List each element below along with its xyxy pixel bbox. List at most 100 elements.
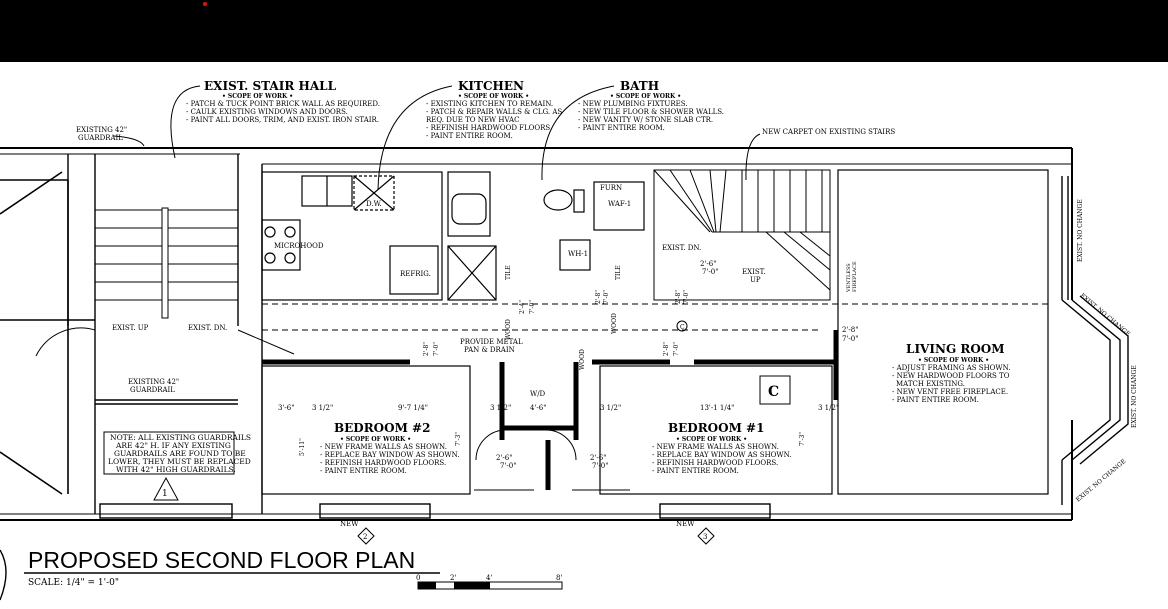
bedroom1-title: BEDROOM #1 <box>668 421 764 435</box>
rear-stairs <box>653 169 831 301</box>
callout-c-label: C <box>768 384 779 400</box>
stair-hall-item: - PAINT ALL DOORS, TRIM, AND EXIST. IRON… <box>186 116 379 124</box>
detail-1-label: 1 <box>162 489 168 499</box>
title-block: PROPOSED SECOND FLOOR PLAN SCALE: 1/4" =… <box>0 547 563 601</box>
cursor-dot <box>203 2 207 6</box>
dim: 2'-4" <box>519 300 526 314</box>
no-change-label: EXIST. NO CHANGE <box>1075 458 1128 504</box>
no-change-label: EXIST. NO CHANGE <box>1077 199 1084 262</box>
dim: 3 1/2" <box>312 404 333 412</box>
exist-dn-label: EXIST. DN. <box>188 324 227 332</box>
dim: 2'-8" <box>595 290 602 304</box>
leader-curves <box>113 85 761 191</box>
guardrail-mid-line: GUARDRAIL <box>130 386 175 394</box>
dim: 2'-8" <box>675 290 682 304</box>
ventless-label: FIREPLACE <box>852 261 858 292</box>
furn-label: FURN <box>600 184 622 192</box>
bath-title: BATH <box>620 79 659 93</box>
bedroom-thin-walls <box>261 365 833 495</box>
wood-label: WOOD <box>579 349 586 370</box>
guardrail-mid-line: EXISTING 42" <box>128 378 179 386</box>
dim: 3 1/2" <box>818 404 839 412</box>
bath-sow: • SCOPE OF WORK • <box>610 93 681 100</box>
sheet-scale: SCALE: 1/4" = 1'-0" <box>28 578 119 588</box>
sheet-title: PROPOSED SECOND FLOOR PLAN <box>28 547 415 573</box>
new-label: NEW <box>340 520 359 528</box>
top-black-band <box>0 0 1168 62</box>
dim: 5'-11" <box>299 438 306 456</box>
guardrail-note: WITH 42" HIGH GUARDRAILS. <box>116 465 236 474</box>
dim: 7'-3" <box>799 432 806 446</box>
labels: EXIST. STAIR HALL • SCOPE OF WORK • - PA… <box>76 79 1138 528</box>
bath-item: - PAINT ENTIRE ROOM. <box>578 124 665 132</box>
tile-label: TILE <box>615 265 622 280</box>
new-walls <box>262 330 839 490</box>
detail-markers: 1 2 3 C C <box>153 320 791 545</box>
dim: 2'-8" <box>423 342 430 356</box>
bedroom2-title: BEDROOM #2 <box>334 421 430 435</box>
exist-up-label: EXIST. UP <box>112 324 149 332</box>
dim: 9'-7 1/4" <box>398 404 428 412</box>
center-stair-treads <box>95 207 238 319</box>
stair-hall-sow: • SCOPE OF WORK • <box>222 93 293 100</box>
dim: 7'-0" <box>842 335 858 343</box>
kitchen-item: - PAINT ENTIRE ROOM. <box>426 132 513 140</box>
new-carpet-note: NEW CARPET ON EXISTING STAIRS <box>762 128 895 136</box>
guardrail-note-box: NOTE: ALL EXISTING GUARDRAILS ARE 42" H.… <box>103 431 251 475</box>
scalebar-tick: 4' <box>486 574 492 582</box>
living-item: - NEW VENT FREE FIREPLACE. <box>892 388 1008 396</box>
metal-pan-note: PAN & DRAIN <box>464 346 515 354</box>
tile-label: TILE <box>505 265 512 280</box>
bedroom1-item: - NEW FRAME WALLS AS SHOWN. <box>652 443 779 451</box>
bedroom1-item: - PAINT ENTIRE ROOM. <box>652 467 739 475</box>
living-bay-window <box>1061 176 1129 505</box>
small-c-label: C <box>680 324 685 331</box>
guardrail-top-line: GUARDRAIL <box>78 134 123 142</box>
corridor-dashes <box>262 303 1050 331</box>
refrig-label: REFRIG. <box>400 270 431 278</box>
exist-up-bath-label: EXIST. <box>742 268 766 276</box>
kitchen-fixtures <box>261 171 443 301</box>
wood-label: WOOD <box>505 319 512 340</box>
dim: 7'-0" <box>433 342 440 356</box>
wd-label: W/D <box>530 390 546 398</box>
bath-fixtures <box>447 171 645 301</box>
kitchen-item: - EXISTING KITCHEN TO REMAIN. <box>426 100 553 108</box>
bedroom1-sow: • SCOPE OF WORK • <box>676 436 747 443</box>
dim: 7'-0" <box>500 462 516 470</box>
guardrail-note: GUARDRAILS ARE FOUND TO BE <box>114 449 246 458</box>
guardrail-note: LOWER, THEY MUST BE REPLACED <box>108 457 251 466</box>
stair-hall-item: - CAULK EXISTING WINDOWS AND DOORS. <box>186 108 348 116</box>
exist-up-bath-label: UP <box>750 276 761 284</box>
dim: 7'-0" <box>683 290 690 304</box>
exist-dn-bath-label: EXIST. DN. <box>662 244 701 252</box>
dim: 2'-6" <box>496 454 512 462</box>
detail-3-label: 3 <box>703 533 707 541</box>
new-label: NEW <box>676 520 695 528</box>
dim: 7'-0" <box>603 290 610 304</box>
guardrail-top-line: EXISTING 42" <box>76 126 127 134</box>
dim: 7'-0" <box>673 342 680 356</box>
stair-hall-item: - PATCH & TUCK POINT BRICK WALL AS REQUI… <box>186 100 380 108</box>
outer-walls <box>0 147 1073 521</box>
no-change-label: EXIST. NO CHANGE <box>1131 365 1138 428</box>
scalebar-tick: 2' <box>450 574 456 582</box>
dw-label: D.W. <box>366 200 382 208</box>
dim: 2'-6" <box>700 260 716 268</box>
dim: 3 1/2" <box>600 404 621 412</box>
bedroom2-sow: • SCOPE OF WORK • <box>340 436 411 443</box>
dim: 7'-0" <box>592 462 608 470</box>
living-item: - ADJUST FRAMING AS SHOWN. <box>892 364 1011 372</box>
door-swings <box>35 327 630 491</box>
scalebar-tick: 8' <box>556 574 562 582</box>
stair-hall-title: EXIST. STAIR HALL <box>204 79 337 93</box>
bedroom2-item: - NEW FRAME WALLS AS SHOWN. <box>320 443 447 451</box>
wood-label: WOOD <box>611 313 618 334</box>
kitchen-item: - REFINISH HARDWOOD FLOORS. <box>426 124 552 132</box>
dim: 4'-6" <box>530 404 546 412</box>
ventless-label: VENTLESS <box>846 263 852 293</box>
dim: 2'-8" <box>842 326 858 334</box>
dim: 7'-0" <box>702 268 718 276</box>
living-sow: • SCOPE OF WORK • <box>918 357 989 364</box>
